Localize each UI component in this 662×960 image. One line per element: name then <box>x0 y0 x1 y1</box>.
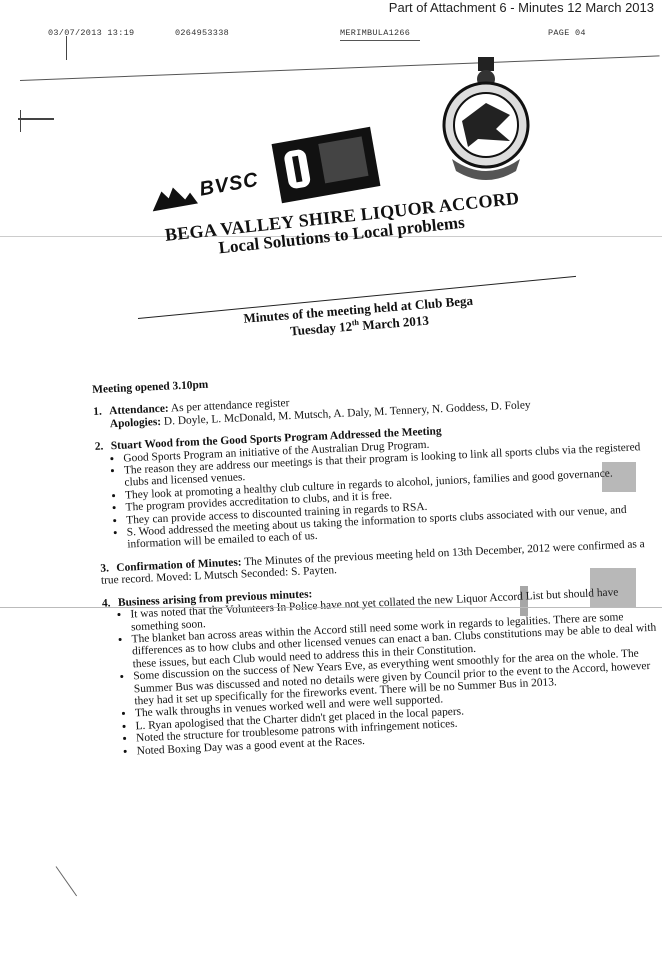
police-badge-icon <box>442 57 530 180</box>
fax-datetime: 03/07/2013 13:19 <box>48 28 135 38</box>
bvsc-logo: BVSC <box>149 169 261 214</box>
attachment-note: Part of Attachment 6 - Minutes 12 March … <box>388 0 654 15</box>
scan-line <box>19 55 660 81</box>
scan-mark <box>66 36 67 60</box>
section-number: 2. <box>94 440 104 454</box>
scan-line <box>55 866 78 897</box>
scan-divider <box>0 607 662 608</box>
scan-smudge <box>602 462 636 492</box>
scan-divider <box>0 236 662 237</box>
police-seal <box>438 55 534 190</box>
scan-mark <box>20 110 21 132</box>
apologies-label: Apologies: <box>109 415 162 431</box>
section-good-sports: 2.Stuart Wood from the Good Sports Progr… <box>95 416 659 553</box>
fax-phone: 0264953338 <box>175 28 230 38</box>
section-business-arising: 4.Business arising from previous minutes… <box>102 572 662 759</box>
section-number: 1. <box>93 405 103 419</box>
scan-line <box>340 40 420 41</box>
scan-smudge <box>590 568 636 608</box>
section-number: 3. <box>100 562 110 575</box>
fax-sender: MERIMBULA1266 <box>340 28 411 38</box>
bvsc-text: BVSC <box>197 168 261 201</box>
mountain-icon <box>152 187 199 212</box>
business-arising-list: It was noted that the Volunteers In Poli… <box>102 584 662 758</box>
minutes-heading: Minutes of the meeting held at Club Bega… <box>228 292 490 345</box>
scan-smudge <box>520 586 528 616</box>
logo-block <box>271 126 381 204</box>
fax-page: PAGE 04 <box>548 28 586 38</box>
minutes-body: Meeting opened 3.10pm 1.Attendance: As p… <box>92 359 662 759</box>
scan-mark <box>18 118 54 120</box>
